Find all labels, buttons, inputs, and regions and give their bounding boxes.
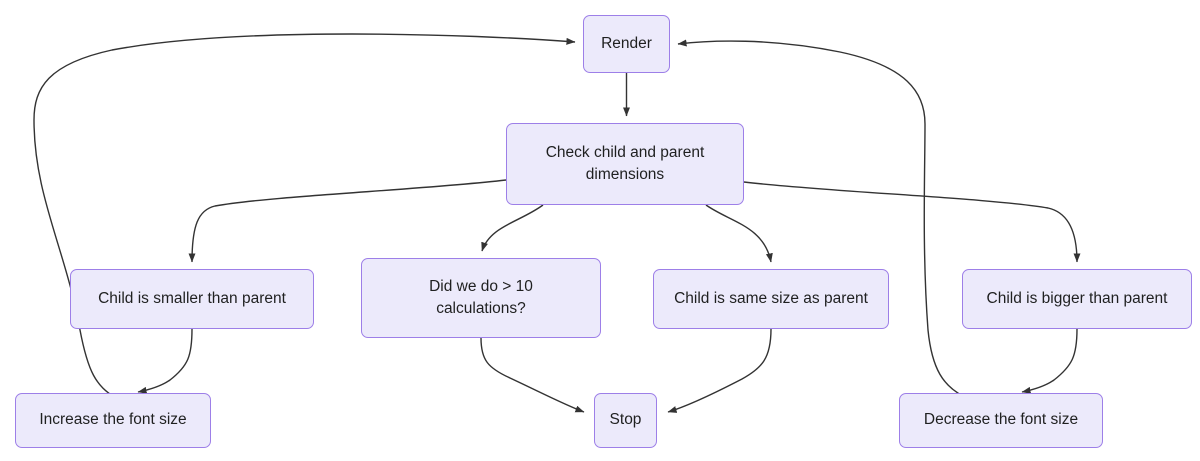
node-render-label: Render [601, 34, 652, 52]
node-check-dimensions-label: Check child and parent dimensions [545, 143, 705, 183]
node-child-same-size-as-parent[interactable]: Child is same size as parent [653, 269, 889, 329]
node-decrease-font-size-label: Decrease the font size [923, 411, 1079, 429]
edge-check-to-calcs [481, 204, 544, 252]
edge-check-to-same [705, 204, 773, 263]
edge-bigger-to-decrease [1021, 328, 1078, 394]
node-child-smaller-than-parent-label: Child is smaller than parent [98, 289, 286, 307]
node-did-we-do-10-calculations-label: Did we do > 10 calculations? [429, 277, 533, 317]
node-increase-font-size[interactable]: Increase the font size [15, 393, 211, 448]
node-decrease-font-size[interactable]: Decrease the font size [899, 393, 1103, 448]
edge-check-to-bigger [743, 181, 1081, 263]
node-child-smaller-than-parent[interactable]: Child is smaller than parent [70, 269, 314, 329]
edge-render-to-increase-loop [33, 33, 576, 399]
node-child-bigger-than-parent[interactable]: Child is bigger than parent [962, 269, 1192, 329]
node-stop[interactable]: Stop [594, 393, 657, 448]
edge-smaller-to-increase [137, 328, 193, 394]
edge-render-to-decrease-loop [677, 39, 964, 397]
node-increase-font-size-label: Increase the font size [39, 411, 187, 429]
edge-same-to-stop [667, 328, 772, 413]
edge-calcs-to-stop [480, 337, 585, 413]
node-stop-label: Stop [609, 411, 642, 429]
node-did-we-do-10-calculations[interactable]: Did we do > 10 calculations? [361, 258, 601, 338]
node-child-bigger-than-parent-label: Child is bigger than parent [986, 289, 1168, 307]
edge-check-to-smaller [188, 179, 507, 263]
node-render[interactable]: Render [583, 15, 670, 73]
node-child-same-size-as-parent-label: Child is same size as parent [674, 289, 868, 307]
node-check-dimensions[interactable]: Check child and parent dimensions [506, 123, 744, 205]
